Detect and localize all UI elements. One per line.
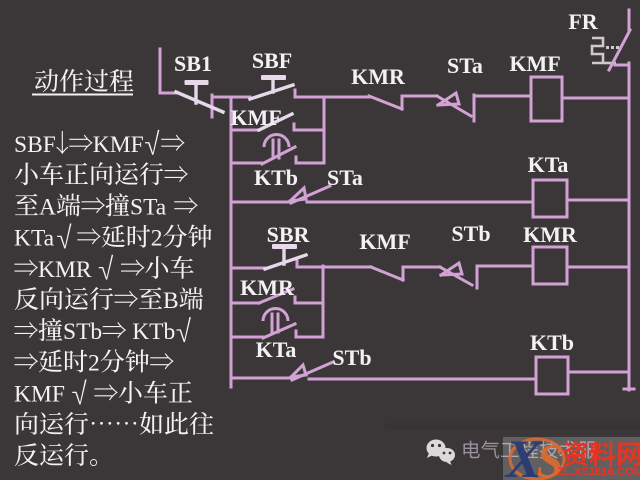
svg-text:X: X (504, 429, 544, 480)
svg-text:STb: STb (63, 319, 102, 345)
svg-text:KMR: KMR (38, 257, 92, 283)
svg-text:STa: STa (447, 53, 483, 78)
svg-text:B: B (163, 288, 179, 314)
svg-text:S: S (537, 435, 564, 480)
svg-text:2: 2 (151, 226, 163, 252)
svg-text:KMF: KMF (93, 132, 144, 158)
svg-text:SBF: SBF (252, 48, 292, 73)
svg-text:STb: STb (332, 345, 371, 370)
svg-text:STa: STa (327, 165, 363, 190)
svg-text:KTb: KTb (254, 165, 298, 190)
svg-text:STa: STa (130, 194, 167, 220)
svg-text:KTa: KTa (14, 226, 55, 252)
svg-text:SB1: SB1 (174, 51, 212, 76)
svg-text:SBR: SBR (267, 222, 311, 247)
svg-text:FR: FR (568, 9, 598, 34)
svg-text:KMR: KMR (351, 64, 406, 89)
svg-text:SBF: SBF (14, 132, 56, 158)
svg-text:KTa: KTa (256, 337, 297, 362)
svg-text:KMF: KMF (14, 382, 65, 408)
svg-text:KTa: KTa (528, 152, 569, 177)
svg-text:2: 2 (88, 350, 100, 376)
svg-text:KMF: KMF (509, 51, 560, 76)
svg-text:STb: STb (451, 221, 490, 246)
svg-text:ZL.XS1616.COM: ZL.XS1616.COM (557, 466, 640, 478)
svg-text:KMF: KMF (359, 229, 410, 254)
svg-text:KMF: KMF (230, 105, 281, 130)
svg-text:KTb: KTb (132, 319, 175, 345)
svg-text:KTb: KTb (530, 330, 574, 355)
svg-text:A: A (39, 194, 56, 220)
svg-text:KMR: KMR (523, 222, 578, 247)
svg-text:KMR: KMR (240, 275, 295, 300)
